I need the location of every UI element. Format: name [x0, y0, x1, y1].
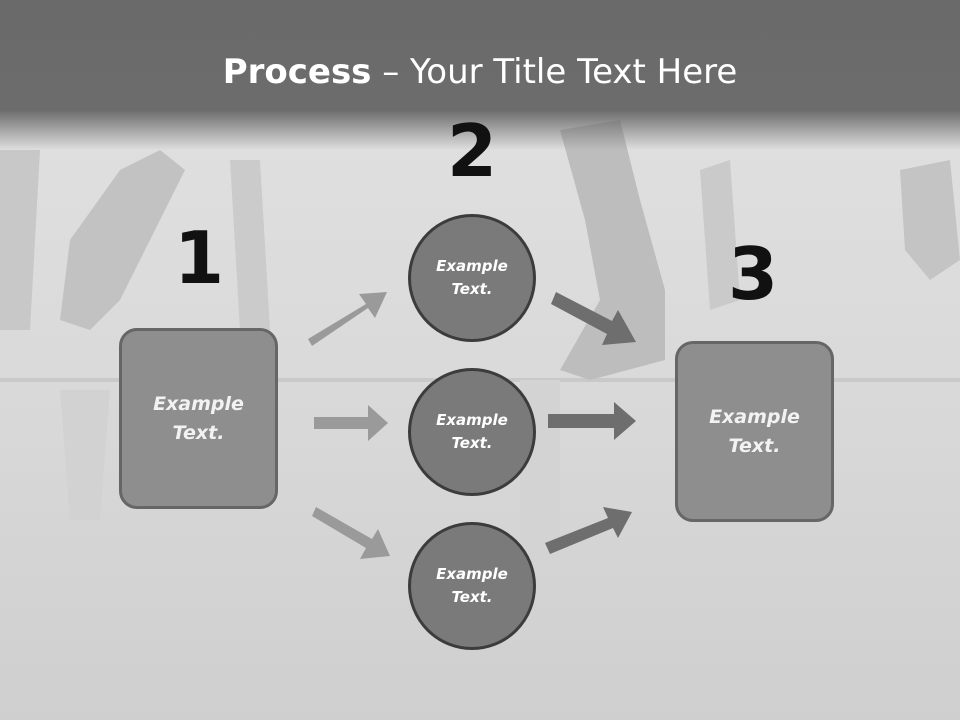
left-box-line2: Text.: [172, 421, 225, 444]
step-number-2: 2: [446, 109, 498, 193]
circle-bottom-line1: Example: [436, 565, 508, 583]
slide-title: Process – Your Title Text Here: [0, 52, 960, 92]
arrow-from-bottom: [545, 507, 632, 554]
circle-top: Example Text.: [408, 214, 536, 342]
arrow-to-middle: [314, 405, 388, 441]
title-rest: – Your Title Text Here: [371, 52, 738, 92]
right-box-line2: Text.: [728, 434, 781, 457]
left-box: Example Text.: [119, 328, 278, 509]
step-number-1: 1: [173, 216, 225, 300]
title-bold: Process: [222, 52, 372, 92]
circle-middle: Example Text.: [408, 368, 536, 496]
left-box-line1: Example: [153, 392, 244, 415]
circle-middle-line1: Example: [436, 411, 508, 429]
arrow-to-top: [308, 292, 387, 346]
right-box: Example Text.: [675, 341, 834, 522]
circle-top-line1: Example: [436, 257, 508, 275]
circle-bottom: Example Text.: [408, 522, 536, 650]
arrow-from-top: [551, 292, 636, 345]
right-box-line1: Example: [709, 405, 800, 428]
circle-middle-line2: Text.: [451, 434, 493, 452]
arrow-from-middle: [548, 402, 636, 440]
arrow-to-bottom: [312, 507, 390, 559]
circle-bottom-line2: Text.: [451, 588, 493, 606]
circle-top-line2: Text.: [451, 280, 493, 298]
step-number-3: 3: [727, 232, 779, 316]
title-bar: [0, 0, 960, 150]
